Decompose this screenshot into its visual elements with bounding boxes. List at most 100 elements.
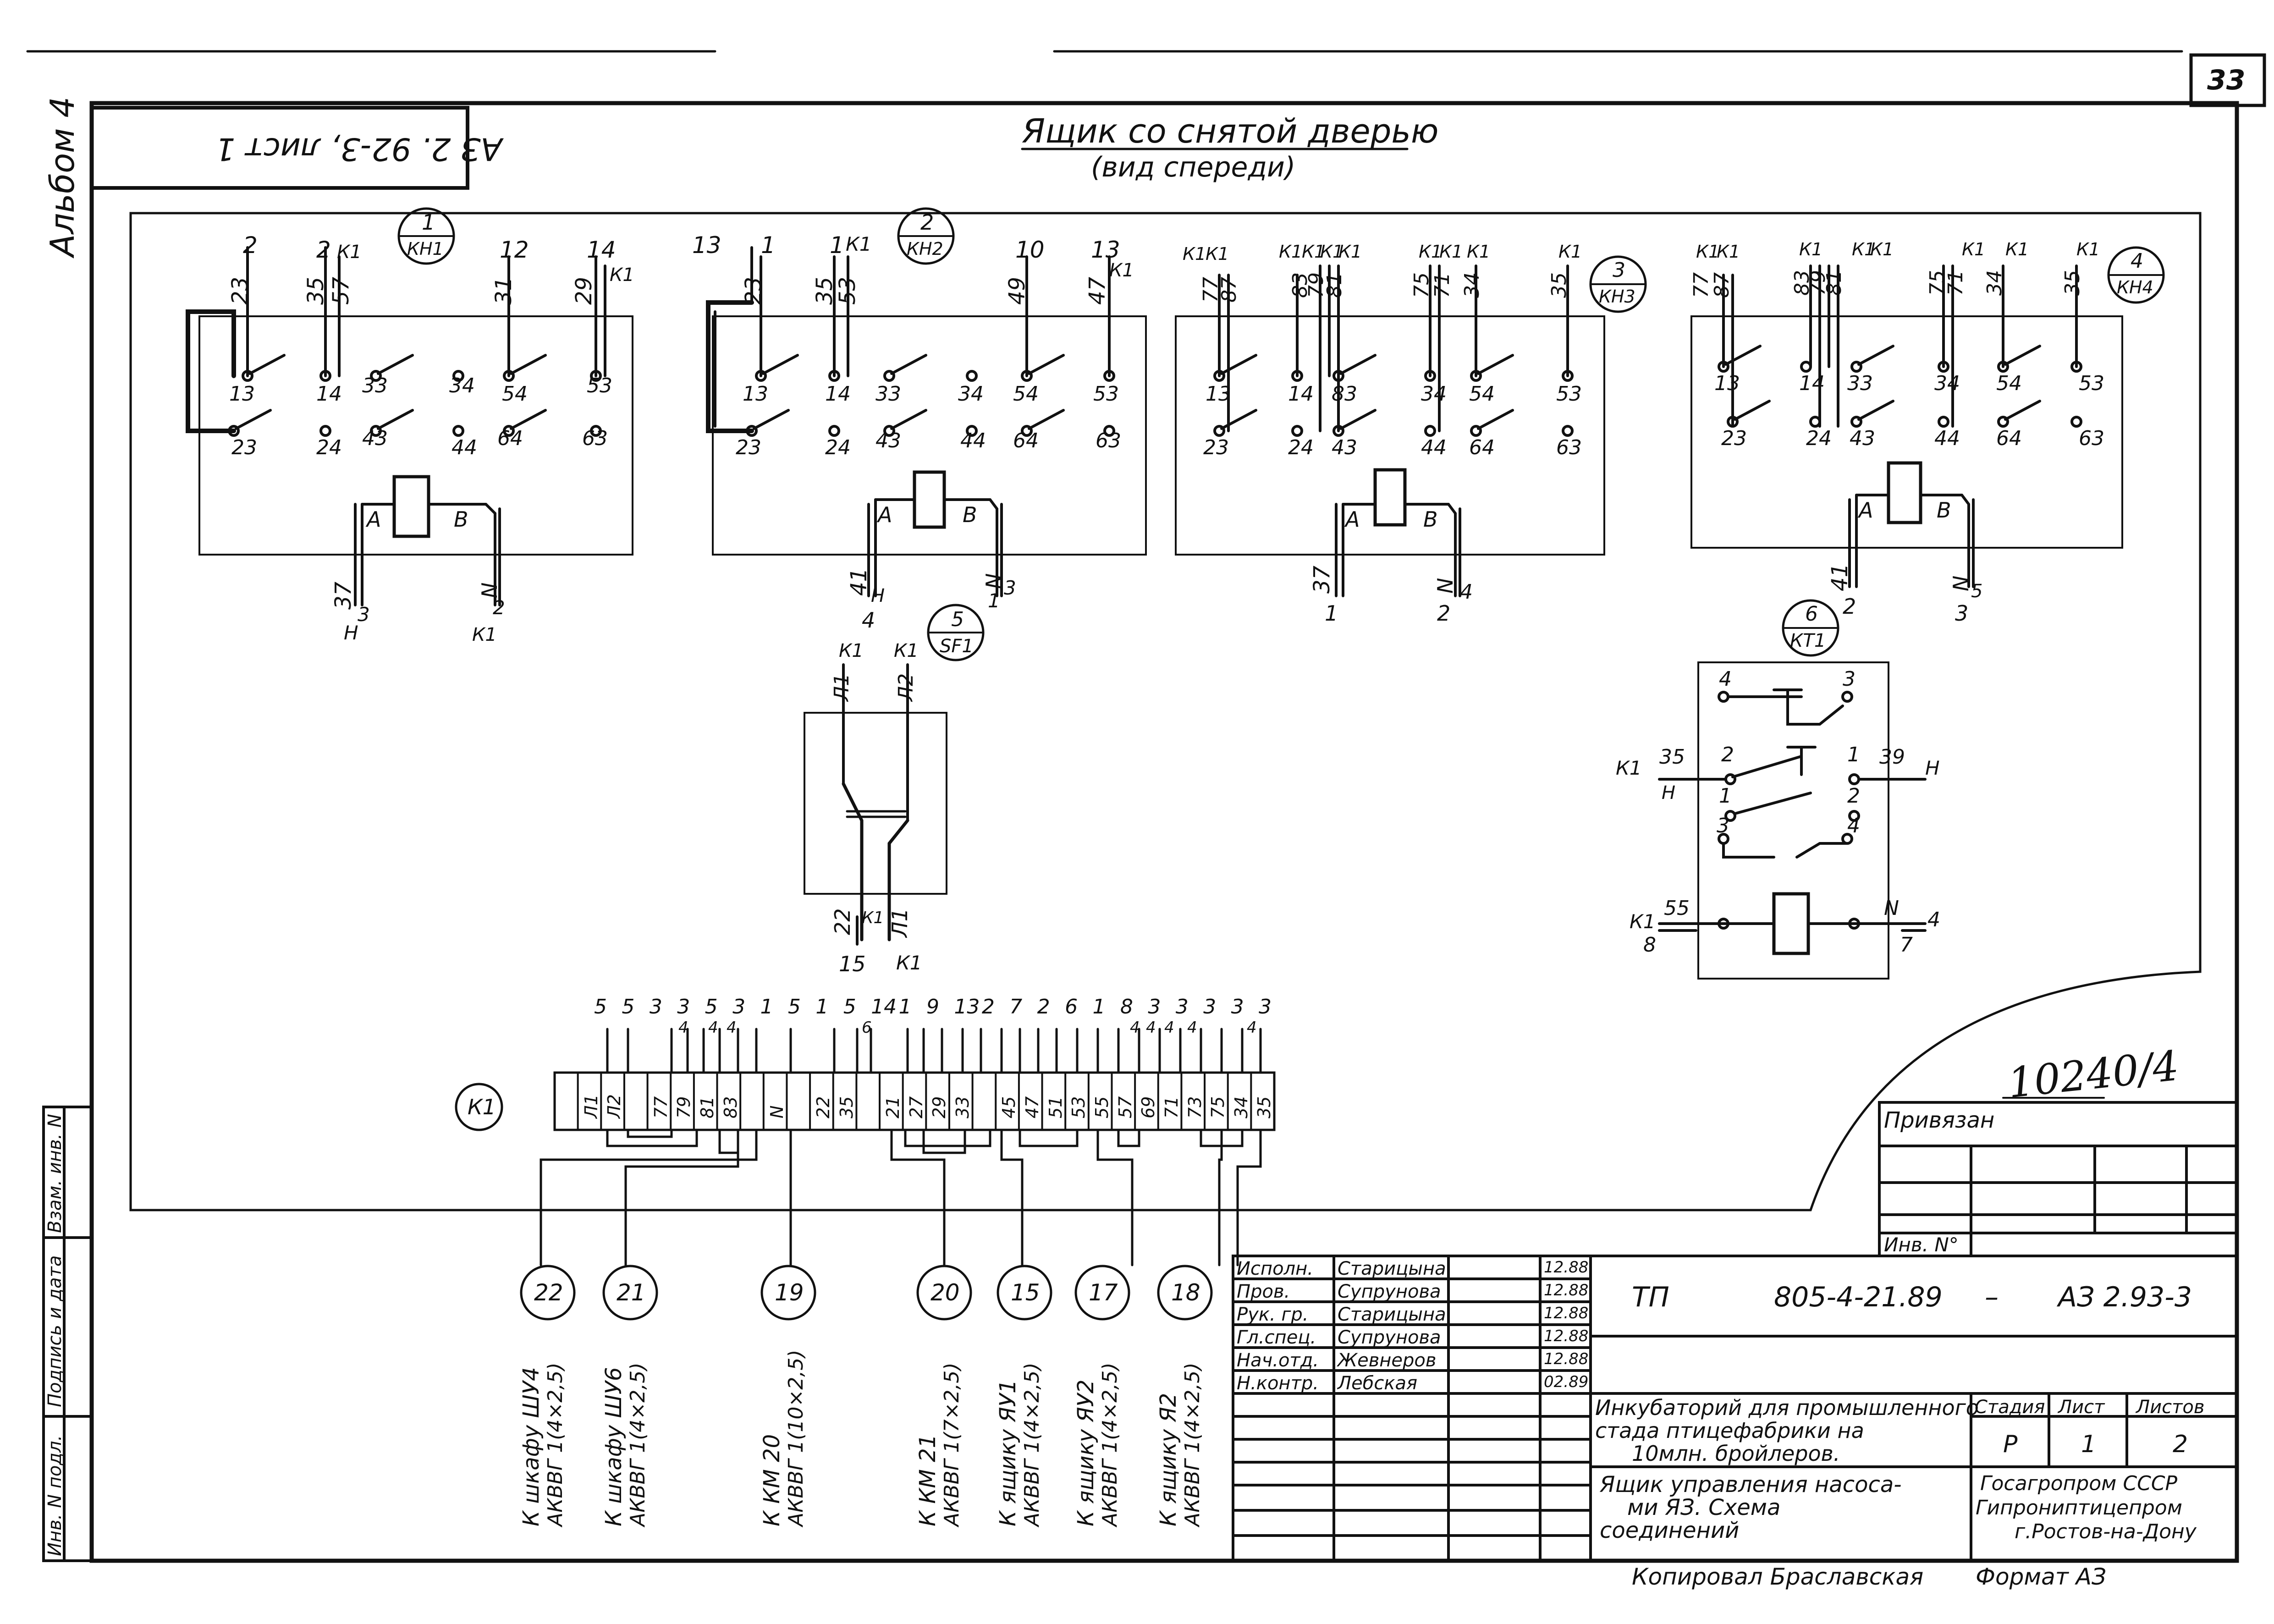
- kn4-wire: К1: [1696, 242, 1720, 262]
- doc-code-dash: –: [1985, 1281, 1999, 1313]
- contactor-kn2: [706, 207, 1147, 597]
- kn4-contact: 43: [1850, 427, 1875, 450]
- kn3-wire: К1: [1302, 242, 1326, 262]
- kn2-name: КН2: [907, 239, 943, 259]
- kn2-coil-a: А: [878, 502, 892, 527]
- terminal-cell: 55: [1091, 1096, 1112, 1118]
- kn4-coil-b: В: [1937, 498, 1951, 523]
- signer-role: Гл.спец.: [1237, 1327, 1316, 1348]
- terminal-top-small: 4: [1247, 1018, 1257, 1037]
- kn1-id: 1: [422, 210, 435, 235]
- signer-name: Старицына: [1338, 1258, 1446, 1279]
- terminal-cell: 77: [650, 1096, 671, 1118]
- kn4-bottom: 3: [1955, 601, 1969, 626]
- kn2-wire: 13: [692, 232, 721, 259]
- signer-name: Жевнеров: [1338, 1350, 1437, 1371]
- terminal-top-number: 7: [1009, 995, 1023, 1018]
- terminal-block-k1: [455, 1028, 1276, 1266]
- kn3-bottom: 1: [1325, 601, 1338, 626]
- kn1-bottom: 3: [358, 603, 370, 626]
- kn1-wire: 2: [316, 237, 331, 263]
- terminal-top-number: 3: [1231, 995, 1244, 1018]
- kn4-bottom: N: [1949, 575, 1973, 591]
- kn1-bottom: 37: [330, 581, 356, 610]
- terminal-top-number: 2: [1037, 995, 1050, 1018]
- kt1-right-wire: 4: [1927, 908, 1940, 931]
- kn4-contact: 53: [2079, 372, 2104, 395]
- terminal-top-number: 5: [787, 995, 801, 1018]
- kt1-pin: 4: [1847, 814, 1860, 837]
- terminal-top-number: 5: [843, 995, 856, 1018]
- kn2-wire: 1: [761, 232, 776, 259]
- terminal-cell: 34: [1231, 1096, 1251, 1118]
- kn3-num: 75: [1410, 272, 1433, 298]
- breaker-sf1: [804, 604, 985, 946]
- terminal-top-number: 3: [1203, 995, 1217, 1018]
- terminal-cell: 22: [813, 1096, 834, 1118]
- org-line: Госагропром СССР: [1980, 1472, 2178, 1495]
- terminal-top-number: 1: [1092, 995, 1106, 1018]
- kn2-contact: 44: [960, 429, 986, 452]
- terminal-top-small: 4: [727, 1018, 737, 1037]
- kn3-wire: К1: [1558, 242, 1582, 262]
- kn1-contact: 54: [502, 382, 528, 406]
- copied-by: Копировал Браславская: [1632, 1563, 1924, 1590]
- terminal-cell: 53: [1068, 1096, 1089, 1118]
- cable-destination: К ящику ЯУ1: [995, 1379, 1021, 1526]
- kn2-contact: 64: [1013, 429, 1039, 452]
- stage-value: Р: [2003, 1431, 2018, 1458]
- kn3-contact: 63: [1556, 436, 1582, 459]
- kt1-right-wire: 7: [1900, 933, 1913, 957]
- signer-role: Исполн.: [1237, 1258, 1313, 1279]
- kn4-coil-a: А: [1859, 498, 1873, 523]
- album-label: Альбом 4: [43, 96, 82, 257]
- kn4-name: КН4: [2117, 277, 2153, 297]
- kn1-bottom: К1: [472, 624, 497, 645]
- kt1-right-wire: Н: [1925, 757, 1940, 779]
- kn4-bottom: 41: [1827, 563, 1853, 591]
- cable-number: 22: [534, 1279, 563, 1306]
- kn3-wire: К1: [1439, 242, 1463, 262]
- kn1-num: 57: [328, 276, 354, 305]
- terminal-top-number: 5: [705, 995, 718, 1018]
- kn3-bottom: N: [1433, 578, 1458, 594]
- kn2-bottom: N: [981, 573, 1006, 589]
- terminal-cell: 29: [929, 1096, 950, 1118]
- kn2-id: 2: [920, 210, 934, 235]
- kn3-name: КН3: [1599, 286, 1635, 307]
- kn2-num: 47: [1085, 276, 1110, 305]
- kn4-num: 34: [1983, 270, 2006, 296]
- kn3-wire: К1: [1338, 242, 1362, 262]
- kn2-contact: 33: [875, 382, 901, 406]
- cable-markers: [520, 1265, 1213, 1321]
- kn4-contact: 14: [1799, 372, 1825, 395]
- drawing-title-line: Ящик управления насоса-: [1600, 1472, 1902, 1497]
- contactor-kn4: [1690, 246, 2165, 588]
- kn3-bottom: 2: [1437, 601, 1451, 626]
- sheet-format: Формат АЗ: [1976, 1563, 2107, 1590]
- kn2-wire: К1: [1109, 260, 1134, 281]
- kn3-num: 35: [1547, 272, 1571, 298]
- kn2-contact: 34: [958, 382, 984, 406]
- kn1-contact: 24: [316, 436, 342, 459]
- kn1-contact: 64: [497, 427, 523, 450]
- terminal-top-number: 5: [594, 995, 607, 1018]
- kn1-coil-b: В: [454, 507, 468, 532]
- terminal-top-number: 8: [1120, 995, 1133, 1018]
- kn3-wire: К1: [1467, 242, 1491, 262]
- sign-date: 12.88: [1544, 1350, 1589, 1368]
- terminal-top-small: 4: [708, 1018, 718, 1037]
- kn1-wire: 12: [500, 237, 529, 263]
- kn1-wire: 2: [243, 232, 258, 259]
- kn1-name: КН1: [407, 239, 444, 259]
- contactor-kn3: [1175, 255, 1647, 597]
- kn1-contact: 44: [451, 436, 477, 459]
- kt1-left-wire: Н: [1662, 782, 1676, 804]
- kn2-bottom: Н: [871, 585, 885, 606]
- sign-date: 12.88: [1544, 1281, 1589, 1299]
- terminal-top-number: 1: [815, 995, 829, 1018]
- kt1-pin: 1: [1847, 743, 1860, 766]
- kn3-contact: 43: [1332, 436, 1357, 459]
- terminal-cell: Л2: [604, 1094, 625, 1118]
